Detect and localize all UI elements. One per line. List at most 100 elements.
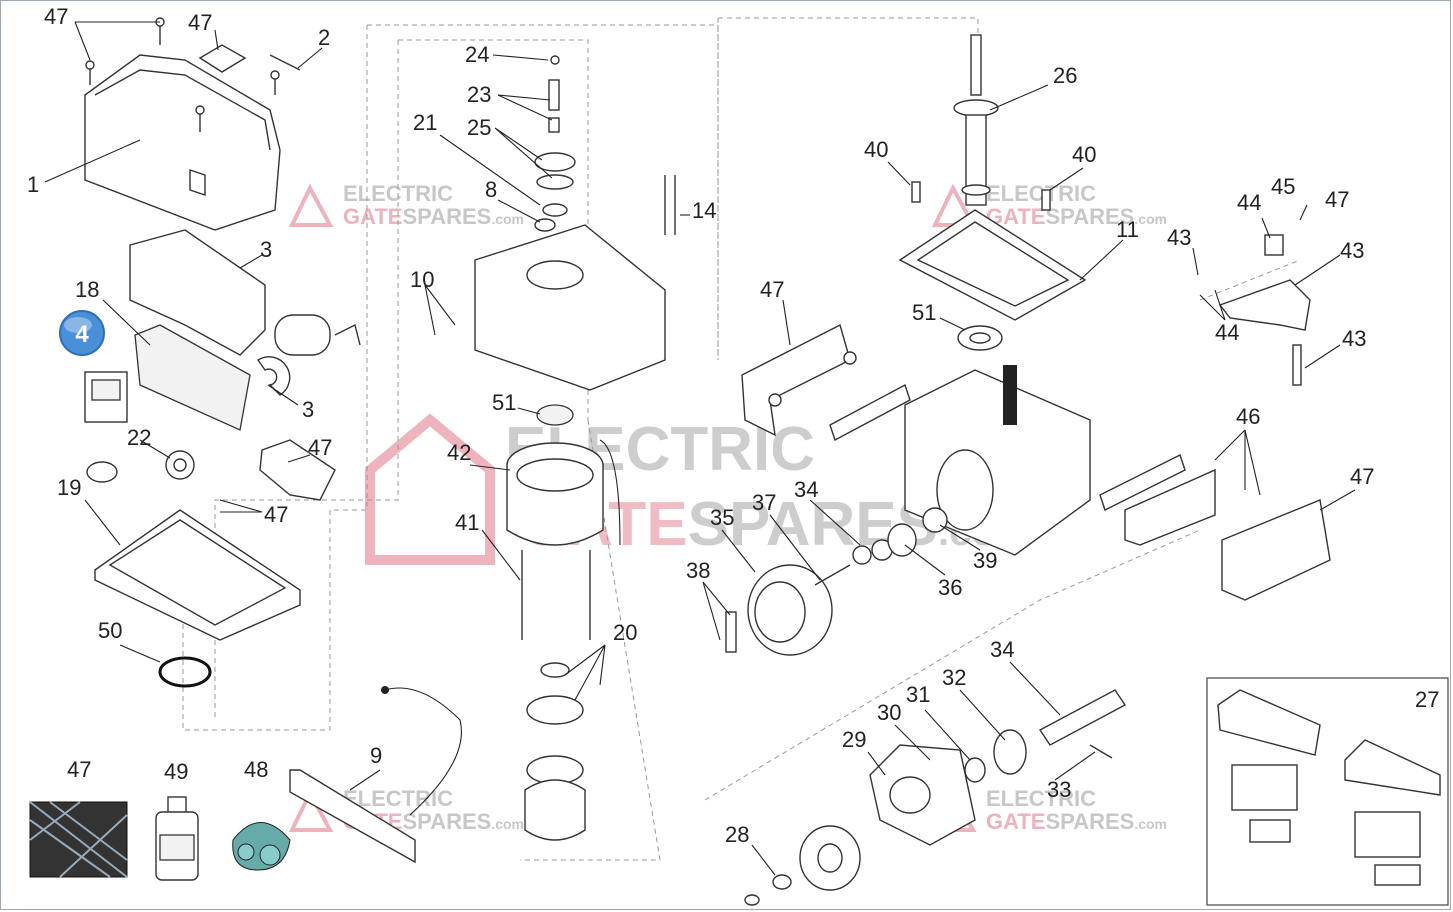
part-oring	[158, 656, 212, 688]
svg-text:ELECTRIC: ELECTRIC	[986, 786, 1096, 811]
callout-31: 31	[906, 682, 930, 707]
callout-18: 18	[75, 277, 99, 302]
part-washer-28	[744, 874, 792, 906]
callout-47: 47	[67, 757, 91, 782]
part-control-board	[134, 324, 251, 431]
callout-26: 26	[1053, 63, 1077, 88]
part-shaft-top	[534, 55, 576, 232]
part-pad	[29, 801, 128, 878]
svg-text:GATESPARES.com: GATESPARES.com	[343, 204, 524, 229]
part-transformer	[84, 371, 128, 423]
part-cover	[84, 54, 281, 231]
part-pinion	[799, 825, 861, 891]
callout-34: 34	[794, 477, 818, 502]
part-bearing-51-left	[536, 404, 574, 426]
part-motor-housing	[474, 175, 676, 391]
badge-circle	[59, 310, 105, 356]
callout-43: 43	[1167, 225, 1191, 250]
callout-2: 2	[318, 25, 330, 50]
callout-8: 8	[485, 177, 497, 202]
part-gasket	[898, 209, 1087, 321]
part-plates	[829, 383, 1216, 546]
part-release-key	[232, 822, 291, 871]
part-output-shaft	[953, 34, 999, 206]
callout-33: 33	[1047, 777, 1071, 802]
callout-43: 43	[1342, 326, 1366, 351]
callout-22: 22	[127, 425, 151, 450]
callout-47: 47	[760, 277, 784, 302]
part-handle	[741, 323, 857, 437]
callout-39: 39	[973, 548, 997, 573]
callout-44: 44	[1215, 320, 1239, 345]
callout-46: 46	[1236, 404, 1260, 429]
callout-47: 47	[44, 4, 68, 29]
part-grommet	[86, 450, 195, 483]
callout-38: 38	[686, 558, 710, 583]
callout-30: 30	[877, 700, 901, 725]
callout-9: 9	[370, 743, 382, 768]
callout-19: 19	[57, 475, 81, 500]
callout-20: 20	[613, 620, 637, 645]
part-connector	[259, 439, 336, 501]
part-rack	[289, 686, 462, 864]
part-gearbox	[904, 365, 1091, 556]
callout-34: 34	[990, 637, 1014, 662]
callout-50: 50	[98, 618, 122, 643]
badge-number: 4	[75, 321, 89, 348]
part-lower-flange	[869, 744, 976, 846]
callout-3: 3	[302, 397, 314, 422]
callout-43: 43	[1340, 238, 1364, 263]
callout-48: 48	[244, 757, 268, 782]
callout-47: 47	[1350, 464, 1374, 489]
part-washers-mid	[852, 507, 948, 565]
callout-35: 35	[710, 505, 734, 530]
part-bearing-51-right	[957, 325, 1003, 351]
part-motor-flange	[506, 439, 621, 546]
callout-3: 3	[260, 237, 272, 262]
callout-49: 49	[164, 759, 188, 784]
assembly-guides	[182, 17, 1449, 906]
callout-45: 45	[1271, 174, 1295, 199]
svg-text:GATESPARES.com: GATESPARES.com	[986, 204, 1167, 229]
part-shaft-34-lower	[964, 689, 1127, 783]
callout-40: 40	[1072, 142, 1096, 167]
callout-labels: 47 47 2 1 3 18 3 22 47 19 47 50 24 23 21…	[27, 4, 1439, 847]
part-long-bolts	[521, 550, 591, 640]
part-lever	[1218, 234, 1311, 386]
part-kit-27	[1217, 689, 1441, 886]
highlight-badge[interactable]: 4	[59, 310, 105, 356]
callout-25: 25	[467, 115, 491, 140]
callout-27: 27	[1415, 687, 1439, 712]
callout-47: 47	[188, 10, 212, 35]
callout-10: 10	[410, 267, 434, 292]
callout-41: 41	[455, 510, 479, 535]
callout-23: 23	[467, 82, 491, 107]
part-screws-top	[85, 17, 301, 132]
leader-lines	[44, 21, 1356, 876]
callout-51: 51	[492, 390, 516, 415]
callout-40: 40	[864, 137, 888, 162]
callout-42: 42	[447, 440, 471, 465]
callout-47: 47	[1325, 187, 1349, 212]
callout-21: 21	[413, 110, 437, 135]
part-end-cover	[1221, 499, 1331, 601]
callout-37: 37	[752, 490, 776, 515]
callout-14: 14	[692, 198, 716, 223]
callout-29: 29	[842, 727, 866, 752]
part-pins	[911, 181, 1051, 211]
callout-32: 32	[942, 665, 966, 690]
svg-text:ELECTRIC: ELECTRIC	[986, 181, 1096, 206]
svg-text:ELECTRIC: ELECTRIC	[343, 181, 453, 206]
part-capacitor	[274, 314, 361, 356]
part-lower-gear	[524, 662, 586, 841]
svg-text:GATESPARES.com: GATESPARES.com	[343, 809, 524, 834]
callout-47: 47	[264, 502, 288, 527]
callout-47: 47	[308, 435, 332, 460]
callout-28: 28	[725, 822, 749, 847]
part-board-cover	[129, 229, 266, 356]
part-bottle	[155, 796, 199, 881]
part-main-gear	[725, 564, 851, 656]
part-base	[94, 509, 301, 641]
